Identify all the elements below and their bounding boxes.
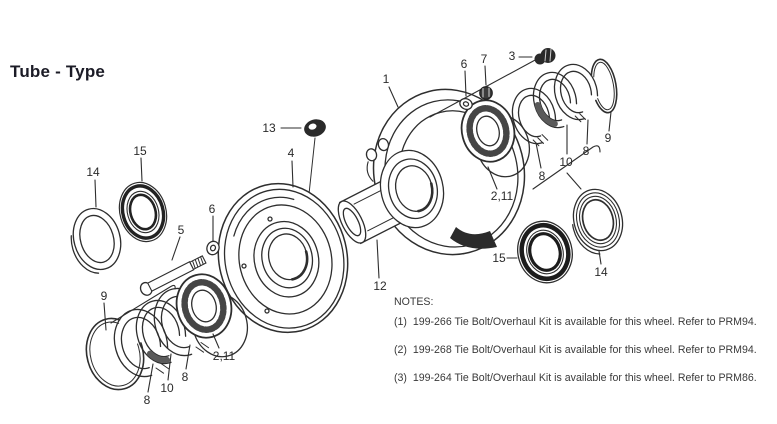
seal-half-8 (511, 87, 557, 147)
callout-label-15: 15 (492, 251, 506, 265)
callout-leader-5 (171, 236, 181, 261)
callout-leader-15 (140, 157, 143, 182)
callout-leader-14 (598, 250, 602, 265)
notes-header: NOTES: (394, 296, 434, 308)
note-item-1: (1) 199-266 Tie Bolt/Overhaul Kit is ava… (394, 316, 757, 328)
callout-leader-6 (464, 70, 467, 97)
callout-leader-4 (291, 160, 294, 188)
seal-ring-15-right (517, 220, 573, 284)
callout-label-8: 8 (583, 144, 590, 158)
seal-stack-right (511, 58, 618, 147)
seal-ring-15-left (118, 181, 168, 243)
callout-leader-8 (535, 142, 542, 169)
callout-label-2,11: 2,11 (491, 189, 514, 203)
right-assembly-leader-line (532, 145, 601, 190)
callout-label-1: 1 (383, 72, 390, 86)
callout-label-8: 8 (182, 370, 189, 384)
callout-label-3: 3 (509, 49, 516, 63)
callout-leader-8 (185, 344, 191, 370)
bearing-cone-right (460, 99, 531, 178)
flange-hole (241, 263, 247, 269)
callout-label-14: 14 (86, 165, 100, 179)
callout-label-8: 8 (539, 169, 546, 183)
valve-grommet-13 (302, 119, 326, 202)
tie-bolt (139, 255, 207, 296)
note-item-3: (3) 199-264 Tie Bolt/Overhaul Kit is ava… (394, 372, 757, 384)
felt-seal-10 (532, 71, 578, 129)
callout-leader-14 (94, 179, 97, 208)
callout-label-10: 10 (160, 381, 174, 395)
retainer-ring-14-right (571, 188, 624, 255)
tie-bolt-ear (365, 148, 378, 162)
inner-wheel-half (217, 182, 349, 334)
seal-half-8 (553, 63, 599, 123)
bearing-rollers (466, 105, 510, 157)
callout-label-10: 10 (559, 155, 573, 169)
flange-hole (264, 308, 270, 314)
callout-label-6: 6 (209, 202, 216, 216)
callout-label-14: 14 (594, 265, 608, 279)
tie-bolt-ear (377, 138, 390, 152)
callout-leader-8 (147, 363, 154, 393)
callout-leader-9 (103, 302, 107, 331)
callout-leader-1 (388, 86, 399, 108)
bearing-rollers (181, 279, 227, 333)
valve-washer-6 (459, 97, 473, 111)
callout-label-9: 9 (605, 131, 612, 145)
callout-leader-7 (484, 65, 487, 86)
right-assembly-branch-line (566, 172, 582, 190)
snap-ring-9-left (85, 317, 145, 391)
callout-label-4: 4 (288, 146, 295, 160)
outer-wheel-hub-boss (365, 138, 445, 229)
bearing-cone-left (175, 273, 249, 358)
page-title: Tube - Type (10, 62, 106, 81)
callout-label-15: 15 (133, 144, 147, 158)
snap-ring-9-right (590, 58, 618, 114)
left-assembly-leader-line (110, 284, 176, 324)
callout-label-6: 6 (461, 57, 468, 71)
retainer-ring-14-left (70, 207, 122, 274)
callout-label-8: 8 (144, 393, 151, 407)
note-item-2: (2) 199-268 Tie Bolt/Overhaul Kit is ava… (394, 344, 757, 356)
callout-label-7: 7 (481, 52, 488, 66)
flange-hole (267, 216, 273, 222)
callout-leader-8 (586, 119, 589, 145)
valve-nut-7 (479, 86, 493, 100)
callout-label-9: 9 (101, 289, 108, 303)
flange-shadow-wedge (450, 227, 497, 249)
callout-label-5: 5 (178, 223, 185, 237)
callout-label-13: 13 (262, 121, 276, 135)
callout-leader-9 (608, 111, 612, 132)
callout-leader-2,11 (212, 333, 220, 349)
valve-cap-3 (534, 48, 556, 65)
callout-leader-12 (376, 239, 380, 279)
callout-label-12: 12 (373, 279, 387, 293)
callout-leader-2,11 (487, 166, 498, 190)
callout-leader-10 (167, 353, 172, 381)
callout-label-2,11: 2,11 (213, 349, 236, 363)
bolt-washer-6-left (206, 240, 220, 256)
